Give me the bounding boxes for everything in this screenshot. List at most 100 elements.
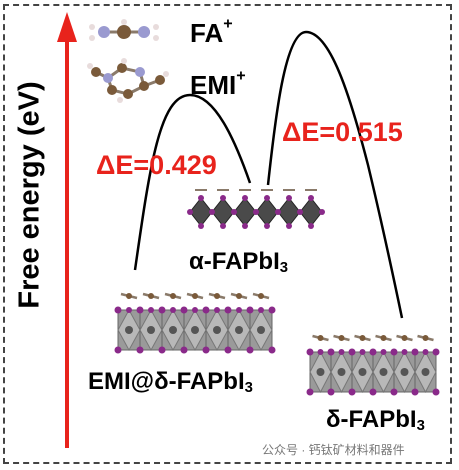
- molecule-atom: [236, 293, 242, 299]
- iodine-atom: [380, 349, 387, 355]
- iodine-atom: [411, 388, 419, 396]
- iodine-atom: [253, 209, 259, 215]
- iodine-atom: [422, 349, 429, 355]
- iodine-atom: [220, 223, 226, 229]
- emi-molecule-icon: [87, 58, 169, 103]
- iodine-atom: [231, 209, 237, 215]
- iodine-atom: [180, 346, 188, 354]
- iodine-atom: [401, 349, 408, 355]
- fa-molecule-icon: [89, 19, 159, 41]
- iodine-atom: [275, 209, 281, 215]
- emi-delta-state-text: EMI@δ-FAPbI: [88, 368, 245, 395]
- iodine-atom: [390, 388, 398, 396]
- iodine-atom: [308, 223, 314, 229]
- alpha-fapbi3-structure: [187, 189, 325, 229]
- emi-delta-state-label: EMI@δ-FAPbI3: [88, 368, 253, 396]
- iodine-atom: [348, 348, 356, 356]
- iodine-atom: [158, 306, 166, 314]
- molecule-atom: [401, 335, 408, 341]
- emi-charge: +: [236, 66, 246, 85]
- molecule-atom: [317, 335, 324, 341]
- iodine-atom: [192, 307, 198, 313]
- iodine-atom: [220, 195, 226, 201]
- octahedron: [255, 197, 279, 227]
- molecule-atom: [359, 335, 366, 341]
- iodine-atom: [214, 307, 220, 313]
- lead-atom: [191, 326, 199, 334]
- iodine-atom: [327, 388, 335, 396]
- molecule-atom: [192, 293, 198, 299]
- molecule-atom: [422, 335, 429, 341]
- barrier-label-2: ΔE=0.515: [282, 117, 403, 147]
- emi-legend-label: EMI+: [190, 67, 246, 101]
- lead-atom: [400, 368, 409, 376]
- iodine-atom: [432, 348, 440, 356]
- lead-atom: [257, 326, 265, 334]
- iodine-atom: [246, 346, 254, 354]
- emi-delta-state-subscript: 3: [244, 379, 253, 396]
- iodine-atom: [114, 306, 122, 314]
- iodine-atom: [180, 306, 188, 314]
- iodine-atom: [348, 388, 356, 396]
- iodine-atom: [246, 306, 254, 314]
- lead-atom: [316, 368, 325, 376]
- iodine-atom: [319, 209, 325, 215]
- iodine-atom: [209, 209, 215, 215]
- y-axis-label: Free energy (eV): [13, 81, 46, 309]
- lead-atom: [213, 326, 221, 334]
- iodine-atom: [369, 348, 377, 356]
- iodine-atom: [187, 209, 193, 215]
- fa-charge: +: [223, 14, 233, 33]
- iodine-atom: [411, 348, 419, 356]
- iodine-atom: [286, 195, 292, 201]
- delta-fapbi3-structure: [306, 334, 440, 396]
- iodine-atom: [126, 307, 132, 313]
- iodine-atom: [268, 306, 276, 314]
- delta-state-label: δ-FAPbI3: [326, 406, 425, 434]
- molecule-atom: [148, 293, 154, 299]
- octahedron: [299, 197, 323, 227]
- barrier-label-1: ΔE=0.429: [96, 150, 217, 180]
- delta-state-text: δ-FAPbI: [326, 406, 417, 433]
- watermark: 公众号 · 钙钛矿材料和器件: [262, 443, 405, 457]
- iodine-atom: [258, 307, 264, 313]
- iodine-atom: [338, 349, 345, 355]
- molecule-atom: [170, 293, 176, 299]
- iodine-atom: [359, 349, 366, 355]
- iodine-atom: [390, 348, 398, 356]
- iodine-atom: [224, 306, 232, 314]
- iodine-atom: [432, 388, 440, 396]
- iodine-atom: [236, 307, 242, 313]
- iodine-atom: [264, 195, 270, 201]
- octahedron: [233, 197, 257, 227]
- iodine-atom: [136, 306, 144, 314]
- lead-atom: [358, 368, 367, 376]
- barrier-curve-2: [266, 30, 404, 319]
- iodine-atom: [148, 307, 154, 313]
- molecule-atom: [258, 293, 264, 299]
- iodine-atom: [297, 209, 303, 215]
- iodine-atom: [286, 223, 292, 229]
- iodine-atom: [264, 223, 270, 229]
- iodine-atom: [170, 307, 176, 313]
- iodine-atom: [308, 195, 314, 201]
- lead-atom: [235, 326, 243, 334]
- fa-legend-label: FA+: [190, 15, 233, 49]
- energy-axis-arrow: [57, 12, 77, 448]
- molecule-atom: [380, 335, 387, 341]
- octahedron: [211, 197, 235, 227]
- iodine-atom: [242, 223, 248, 229]
- molecule-atom: [126, 293, 132, 299]
- iodine-atom: [369, 388, 377, 396]
- dashed-frame: [3, 4, 452, 464]
- iodine-atom: [202, 306, 210, 314]
- iodine-atom: [202, 346, 210, 354]
- delta-state-subscript: 3: [416, 417, 425, 434]
- lead-atom: [125, 326, 133, 334]
- iodine-atom: [114, 346, 122, 354]
- iodine-atom: [242, 195, 248, 201]
- lead-atom: [169, 326, 177, 334]
- lead-atom: [147, 326, 155, 334]
